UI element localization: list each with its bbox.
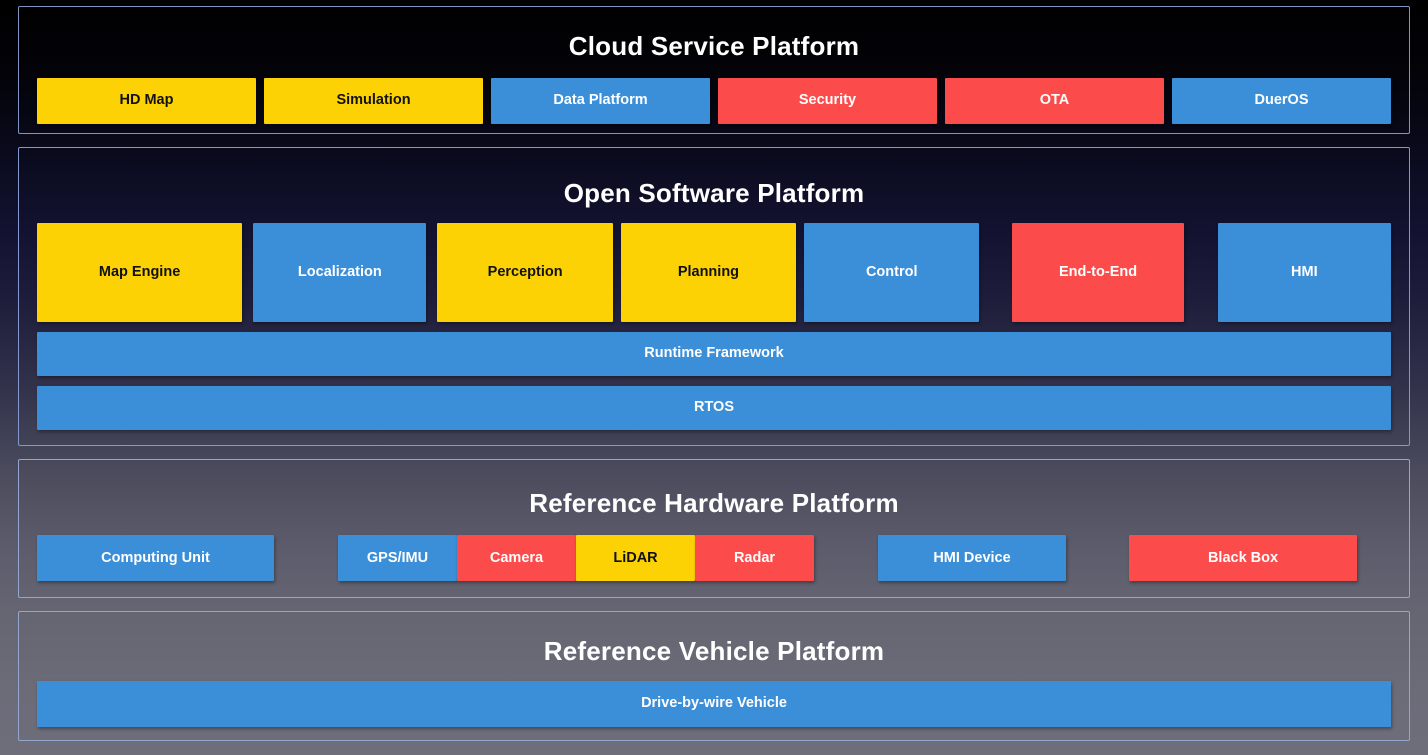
box-data-platform[interactable]: Data Platform [491,77,710,124]
layer-open-software-platform: Open Software Platform Map Engine Locali… [18,147,1410,446]
box-drive-by-wire-vehicle[interactable]: Drive-by-wire Vehicle [37,680,1391,727]
layer-title-open-software: Open Software Platform [563,177,865,208]
layer-reference-vehicle-platform: Reference Vehicle Platform Drive-by-wire… [18,611,1410,741]
layer-title-cloud: Cloud Service Platform [568,30,860,61]
box-hmi[interactable]: HMI [1217,222,1391,322]
bar-rtos[interactable]: RTOS [37,385,1391,430]
box-radar[interactable]: Radar [695,535,814,581]
cloud-service-box-row: HD Map Simulation Data Platform Security… [37,77,1391,124]
box-end-to-end[interactable]: End-to-End [1012,222,1184,322]
box-lidar[interactable]: LiDAR [576,535,695,581]
software-module-row: Map Engine Localization Perception Plann… [37,222,1391,322]
box-perception[interactable]: Perception [437,222,613,322]
box-simulation[interactable]: Simulation [264,77,483,124]
layer-cloud-service-platform: Cloud Service Platform HD Map Simulation… [18,6,1410,134]
box-hd-map[interactable]: HD Map [37,77,256,124]
box-hmi-device[interactable]: HMI Device [878,535,1066,581]
box-computing-unit[interactable]: Computing Unit [37,535,274,581]
vehicle-box-row: Drive-by-wire Vehicle [37,680,1391,727]
box-ota[interactable]: OTA [945,77,1164,124]
layer-title-reference-hardware: Reference Hardware Platform [529,488,899,518]
box-control[interactable]: Control [804,222,980,322]
layer-title-reference-vehicle: Reference Vehicle Platform [543,635,885,666]
bar-runtime-framework[interactable]: Runtime Framework [37,331,1391,376]
box-map-engine[interactable]: Map Engine [37,222,243,322]
box-localization[interactable]: Localization [253,222,427,322]
hardware-box-row: Computing Unit GPS/IMU Camera LiDAR Rada… [37,535,1391,581]
layer-reference-hardware-platform: Reference Hardware Platform Computing Un… [18,459,1410,598]
box-camera[interactable]: Camera [457,535,576,581]
box-dueros[interactable]: DuerOS [1172,77,1391,124]
box-black-box[interactable]: Black Box [1129,535,1357,581]
box-security[interactable]: Security [718,77,937,124]
box-planning[interactable]: Planning [620,222,797,322]
sensor-group: GPS/IMU Camera LiDAR Radar [338,535,814,581]
box-gps-imu[interactable]: GPS/IMU [338,535,457,581]
